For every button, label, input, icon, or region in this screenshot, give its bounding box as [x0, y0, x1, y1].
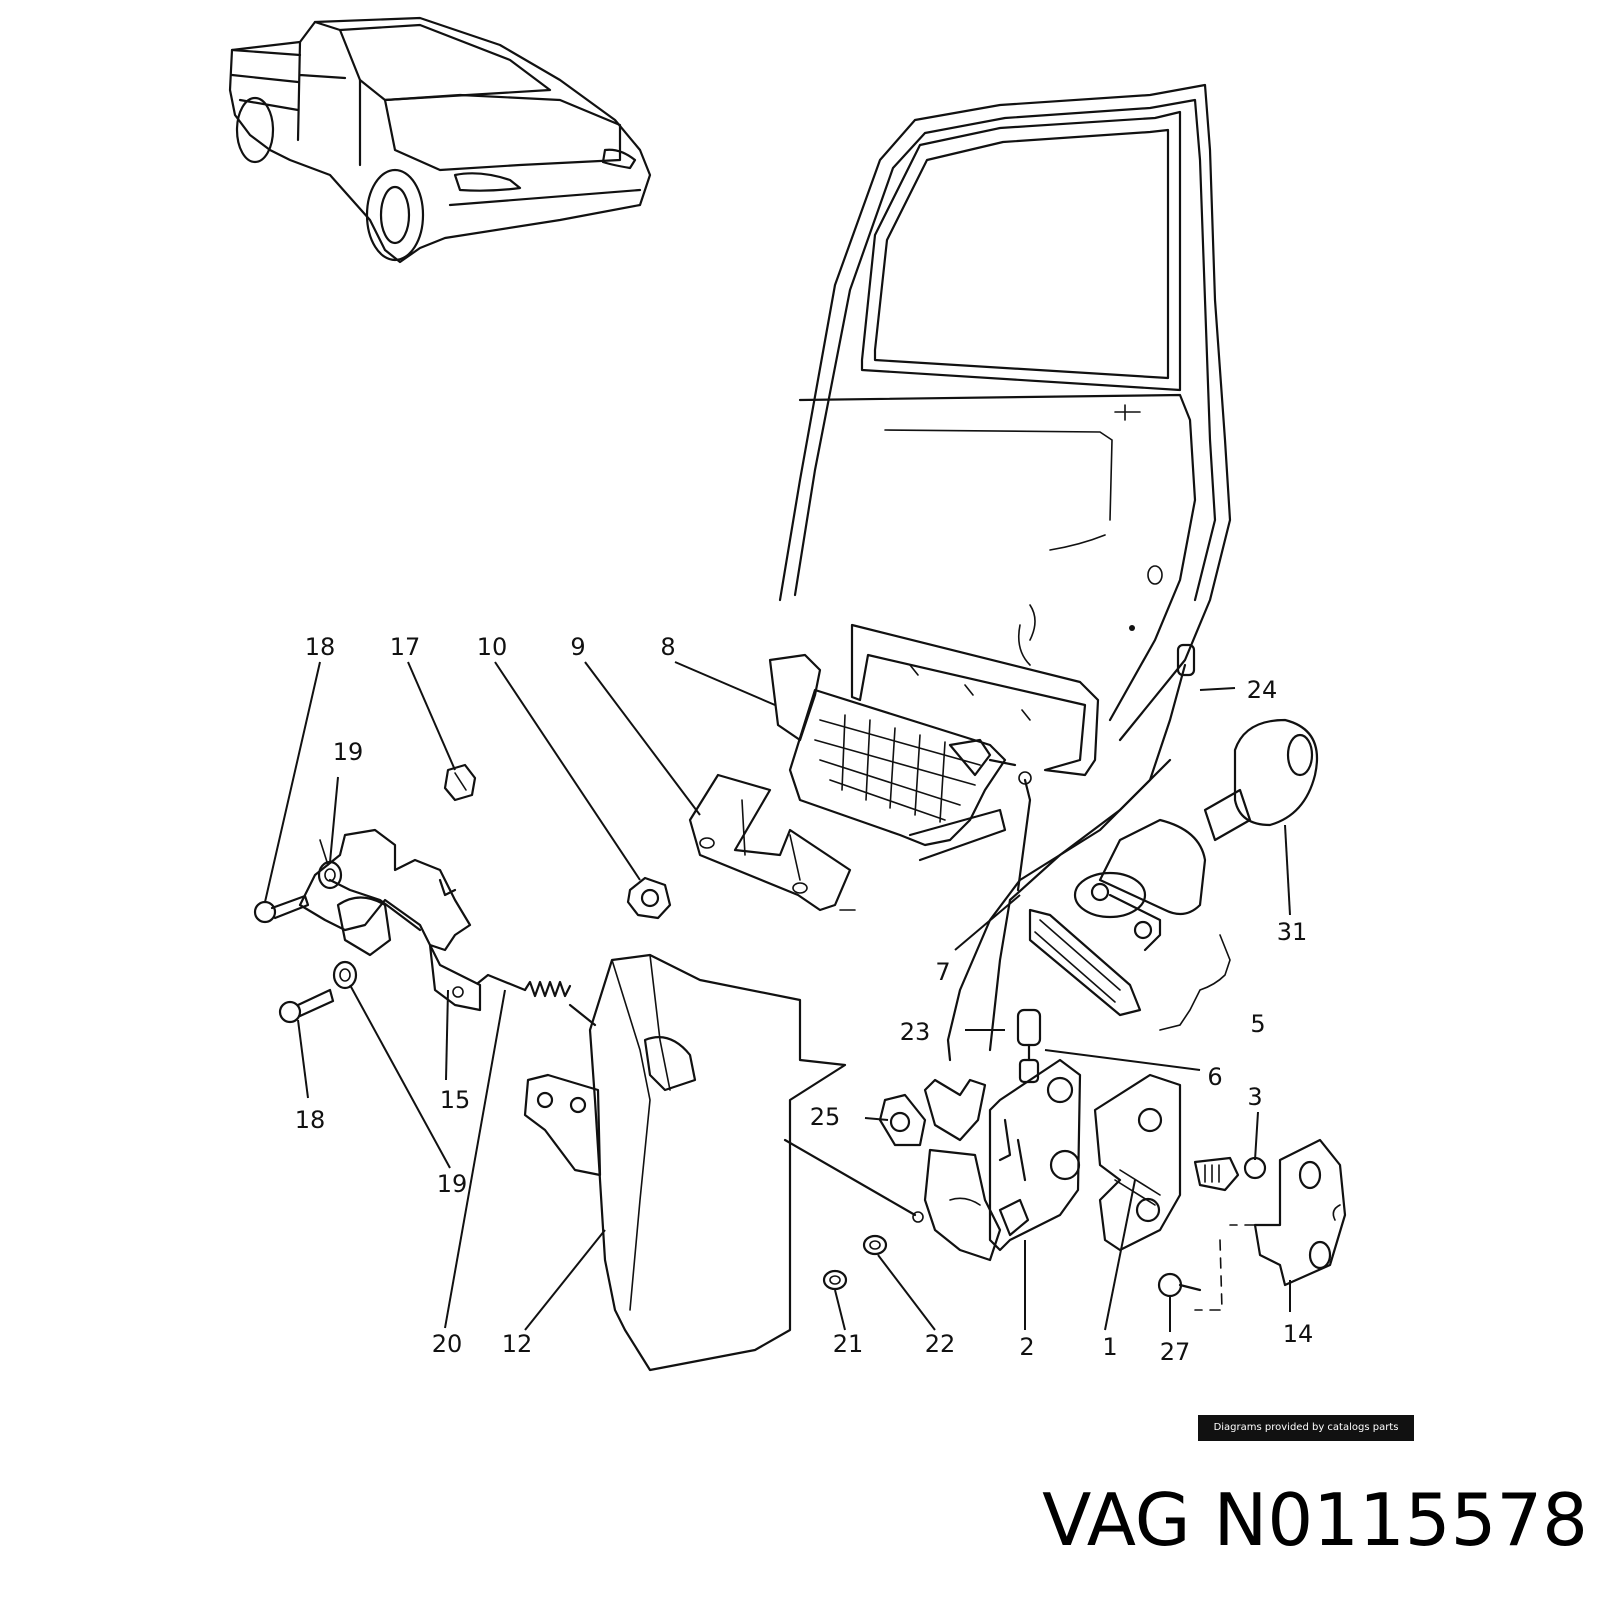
- label-2: 2: [1019, 1333, 1034, 1361]
- label-15: 15: [440, 1086, 471, 1114]
- label-31: 31: [1277, 918, 1308, 946]
- door-shell: [778, 83, 1232, 742]
- label-12: 12: [502, 1330, 533, 1358]
- label-14: 14: [1283, 1320, 1314, 1348]
- screw-3: [1243, 1156, 1267, 1180]
- label-19-bottom: 19: [437, 1170, 468, 1198]
- bracket-9: [688, 773, 856, 912]
- callout-labels: 18 17 10 9 8 24 19 31 7 23 5 6 3 15 25 1…: [295, 633, 1314, 1366]
- screw-27: [1157, 1272, 1202, 1298]
- label-10: 10: [477, 633, 508, 661]
- rod-7: [1016, 771, 1032, 892]
- credit-badge: Diagrams provided by catalogs parts: [1198, 1415, 1414, 1441]
- cable-23: [946, 643, 1196, 1062]
- clip-17: [443, 763, 477, 802]
- vehicle-thumbnail: [228, 16, 652, 264]
- label-22: 22: [925, 1330, 956, 1358]
- label-20: 20: [432, 1330, 463, 1358]
- label-27: 27: [1160, 1338, 1191, 1366]
- mirror-31: [1073, 718, 1319, 952]
- handle-assembly: [768, 623, 1100, 862]
- label-23: 23: [900, 1018, 931, 1046]
- handle-15: [253, 828, 482, 1024]
- leader-lines: [264, 661, 1291, 1332]
- cable-end-6: [1016, 1008, 1042, 1084]
- spring-20: [476, 973, 597, 1027]
- cover-12: [523, 953, 847, 1372]
- label-7: 7: [935, 958, 950, 986]
- label-18-bottom: 18: [295, 1106, 326, 1134]
- label-9: 9: [570, 633, 585, 661]
- label-21: 21: [833, 1330, 864, 1358]
- label-25: 25: [810, 1103, 841, 1131]
- nut-10: [626, 876, 672, 920]
- lock-assembly: [923, 1058, 1347, 1311]
- washers: [822, 1234, 888, 1291]
- seal-5: [1028, 908, 1231, 1031]
- label-8: 8: [660, 633, 675, 661]
- label-19-top: 19: [333, 738, 364, 766]
- label-1: 1: [1102, 1333, 1117, 1361]
- label-24: 24: [1247, 676, 1278, 704]
- label-3: 3: [1247, 1083, 1262, 1111]
- part-number-title: VAG N0115578: [1042, 1478, 1588, 1562]
- label-6: 6: [1207, 1063, 1222, 1091]
- link-rod: [783, 1138, 924, 1223]
- label-5: 5: [1250, 1010, 1265, 1038]
- label-18-top: 18: [305, 633, 336, 661]
- label-17: 17: [390, 633, 421, 661]
